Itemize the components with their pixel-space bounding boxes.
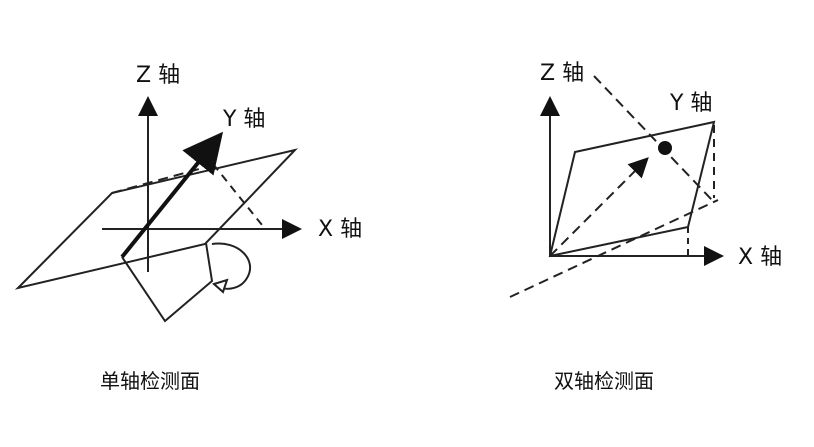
right-dashed-diagonal: [509, 199, 719, 298]
right-dashed-vector: [549, 157, 649, 257]
right-y-axis-label: Y 轴: [669, 91, 712, 116]
right-caption: 双轴检测面: [554, 369, 654, 393]
dual-axis-diagram: Z 轴 X 轴 Y 轴 双轴检测面: [509, 61, 782, 393]
single-axis-diagram: Z 轴 X 轴 Y 轴 单轴检测面: [14, 63, 362, 393]
left-rotation-arrowhead: [212, 278, 229, 294]
right-x-axis-label: X 轴: [738, 245, 782, 270]
left-z-axis-label: Z 轴: [136, 63, 180, 88]
left-y-axis-label: Y 轴: [222, 107, 265, 132]
left-y-axis-line: [120, 131, 224, 259]
left-x-axis-label: X 轴: [318, 217, 362, 242]
right-z-axis-label: Z 轴: [540, 61, 584, 86]
left-rotated-plane: [121, 242, 214, 323]
left-tilted-plane: [14, 148, 299, 290]
right-point-marker: [658, 141, 672, 155]
left-caption: 单轴检测面: [100, 369, 200, 393]
right-plane: [548, 120, 716, 258]
right-dashed-upper-diagonal: [593, 75, 713, 201]
left-y-axis-dashed-projection: [212, 163, 263, 226]
